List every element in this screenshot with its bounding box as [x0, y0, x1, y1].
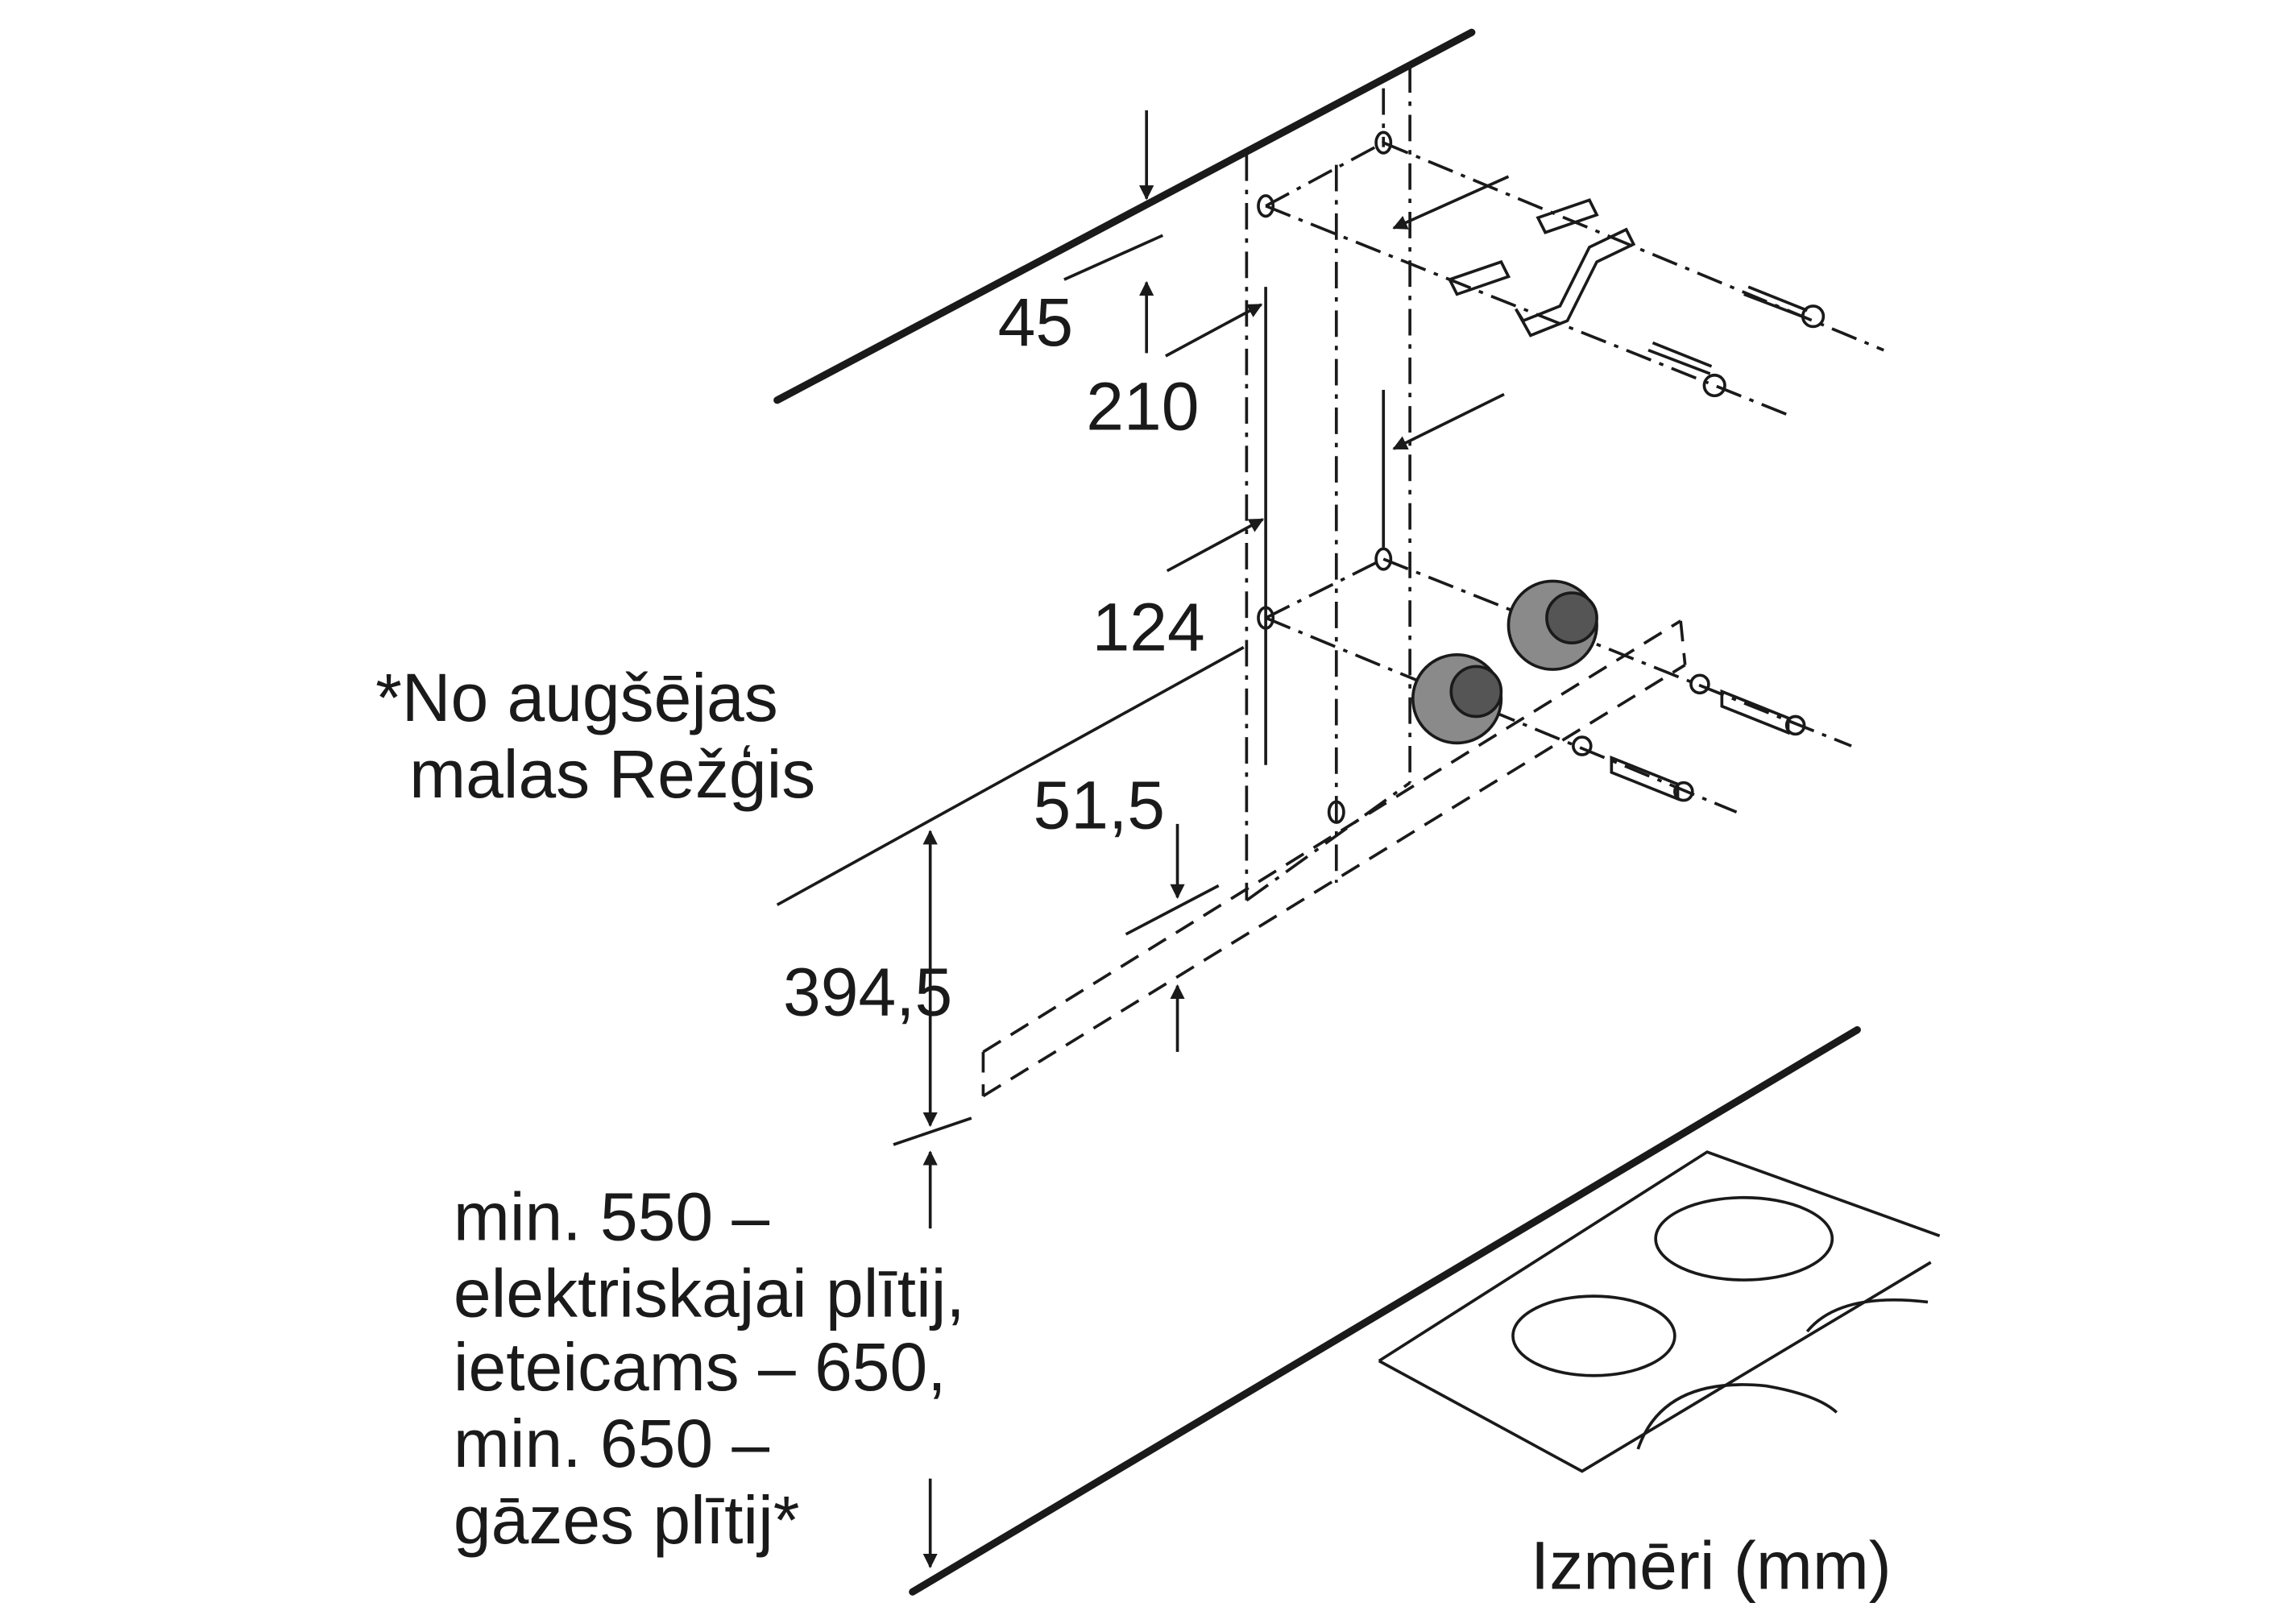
wall-anchors [1447, 198, 1636, 338]
note-top-line-2: malas Režģis [409, 736, 815, 812]
dimension-45: 45 [998, 284, 1073, 360]
mounting-holes [1257, 130, 1393, 824]
construction-lines [776, 66, 1884, 1098]
worktop-line [909, 1025, 1861, 1596]
note-bottom-line-1: min. 550 – [454, 1179, 770, 1255]
dimension-arrows [893, 110, 1510, 1569]
mounting-bracket-icon [1515, 227, 1636, 338]
dimension-51-5: 51,5 [1034, 767, 1165, 843]
dimension-124: 124 [1092, 589, 1205, 665]
screws [1572, 285, 1826, 802]
units-label: Izmēri (mm) [1531, 1528, 1892, 1604]
cooktop [1378, 1150, 1941, 1473]
note-bottom-line-5: gāzes plītij* [454, 1482, 800, 1558]
note-bottom-line-4: min. 650 – [454, 1406, 770, 1481]
dimension-210: 210 [1086, 368, 1199, 444]
note-bottom-line-2: elektriskajai plītij, [454, 1256, 965, 1331]
wall-plugs [1411, 579, 1598, 745]
ceiling-line [773, 28, 1476, 404]
note-top-line-1: *No augšējas [375, 660, 778, 735]
dimension-394-5: 394,5 [783, 954, 952, 1029]
note-bottom-line-3: ieteicams – 650, [454, 1329, 947, 1405]
